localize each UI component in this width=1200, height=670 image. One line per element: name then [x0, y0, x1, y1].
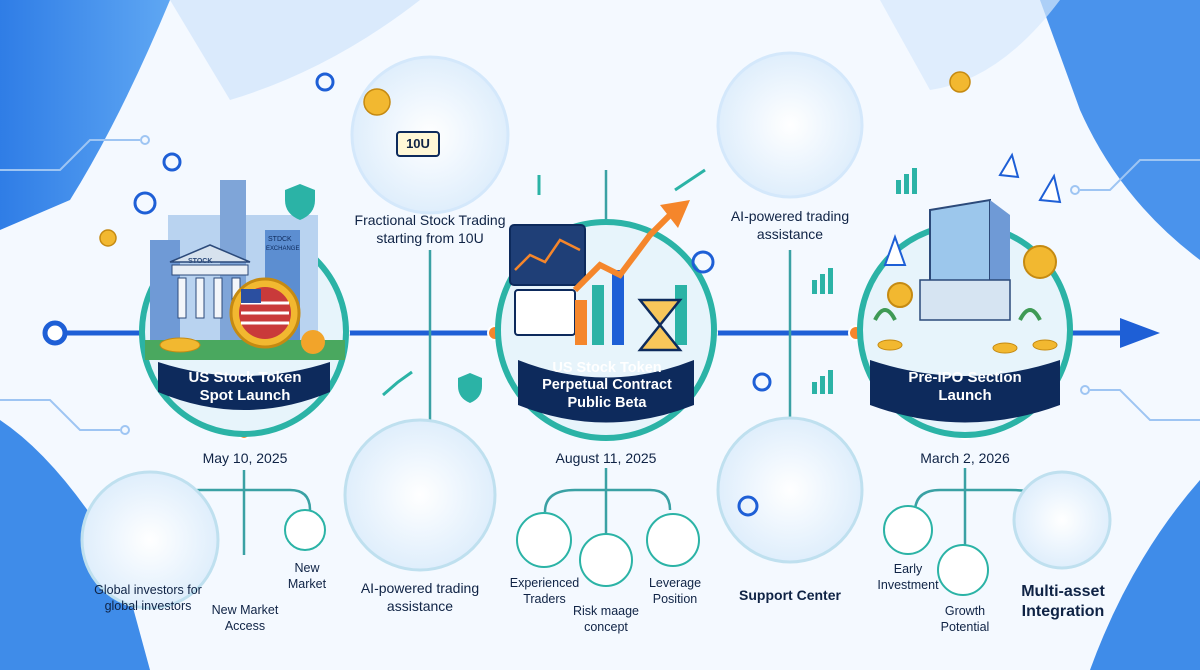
- exchange-sign-line-1: STDCK: [268, 236, 292, 243]
- feature-ai-assistance-upper: AI-powered trading assistance: [730, 208, 850, 242]
- feature-ai-assistance-lower: AI-powered trading assistance: [360, 580, 480, 614]
- feature-circle-multi-asset: [1012, 470, 1112, 570]
- feature-circle-ai-upper: [716, 51, 864, 199]
- timeline-start-node: [42, 320, 68, 346]
- background-blue-shape: [0, 0, 170, 230]
- feature-global-investors: Global investors for global investors: [94, 583, 202, 613]
- rocket-icon: [883, 152, 1062, 266]
- feature-multi-asset: Multi-asset Integration: [1021, 583, 1105, 620]
- coin-icon: [99, 71, 971, 247]
- growth-chart-icon: [937, 544, 989, 596]
- arrow-up-icon: [382, 168, 706, 397]
- feature-new-market-access: New Market Access: [211, 603, 279, 633]
- feature-circle-ai-lower: [343, 418, 497, 572]
- milestone-title-1: US Stock Token Spot Launch: [188, 369, 302, 404]
- background-blue-shape: [0, 420, 150, 670]
- milestone-date-1: May 10, 2025: [202, 450, 288, 466]
- background-blue-shape: [170, 0, 420, 100]
- circuit-lines: [0, 135, 1200, 435]
- feature-risk-concept: Risk maage concept: [573, 604, 639, 634]
- feature-experienced-traders: Experienced Traders: [509, 576, 580, 606]
- globe-icon: [284, 509, 326, 551]
- background-blue-shape: [1090, 480, 1200, 670]
- ten-u-badge: 10U: [396, 131, 440, 157]
- feature-support-center: Support Center: [739, 587, 841, 603]
- feature-circle-support: [716, 416, 864, 564]
- exchange-sign-line-2: ЕХСНАNGE: [266, 246, 300, 252]
- leverage-chart-icon: [646, 513, 700, 567]
- feature-leverage-position: Leverage Position: [648, 576, 702, 606]
- feature-early-investment: Early Investment: [877, 562, 939, 592]
- milestone-title-2: US Stock Token Perpetual Contract Public…: [542, 360, 672, 411]
- bar-chart-icon: [812, 168, 917, 394]
- background-blue-shape: [880, 0, 1060, 90]
- milestone-date-2: August 11, 2025: [555, 450, 657, 466]
- shield-check-icon: [579, 533, 633, 587]
- stock-building-sign: STOCK: [188, 258, 213, 265]
- coin-hand-icon: [883, 505, 933, 555]
- gear-icon: [133, 72, 772, 517]
- trader-icon: [516, 512, 572, 568]
- feature-new-market: New Market: [287, 561, 327, 591]
- connector-lines: [163, 170, 1042, 555]
- background-blue-shape: [1040, 0, 1200, 260]
- milestone-circle-1: [139, 180, 349, 437]
- milestone-circle-2: [495, 200, 717, 441]
- milestone-circle-3: [857, 198, 1073, 438]
- timeline-arrowhead: [1120, 318, 1160, 348]
- shield-icon: [285, 184, 482, 403]
- feature-circle-global: [80, 470, 220, 610]
- feature-fractional-trading: Fractional Stock Trading starting from 1…: [354, 212, 506, 246]
- feature-growth-potential: Growth Potential: [940, 604, 990, 634]
- milestone-date-3: March 2, 2026: [920, 450, 1010, 466]
- milestone-title-3: Pre-IPO Section Launch: [908, 369, 1022, 404]
